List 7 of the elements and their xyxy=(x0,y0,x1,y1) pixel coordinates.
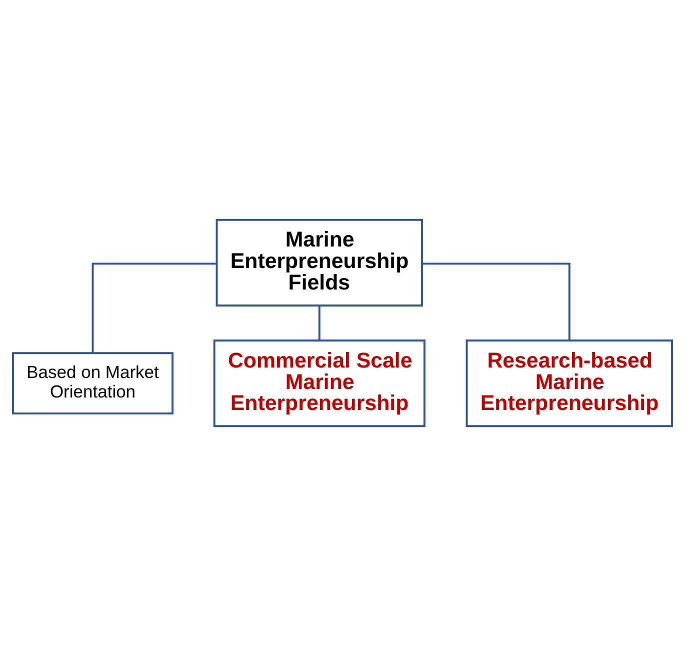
node-box: Research-based Marine Enterpreneurship xyxy=(466,340,673,428)
connector xyxy=(318,306,320,340)
connector xyxy=(422,262,570,340)
node-box: Marine Enterpreneurship Fields xyxy=(216,218,423,306)
node-box: Based on Market Orientation xyxy=(12,352,174,414)
node-box: Commercial Scale Marine Enterpreneurship xyxy=(213,340,426,428)
connector xyxy=(92,262,217,354)
